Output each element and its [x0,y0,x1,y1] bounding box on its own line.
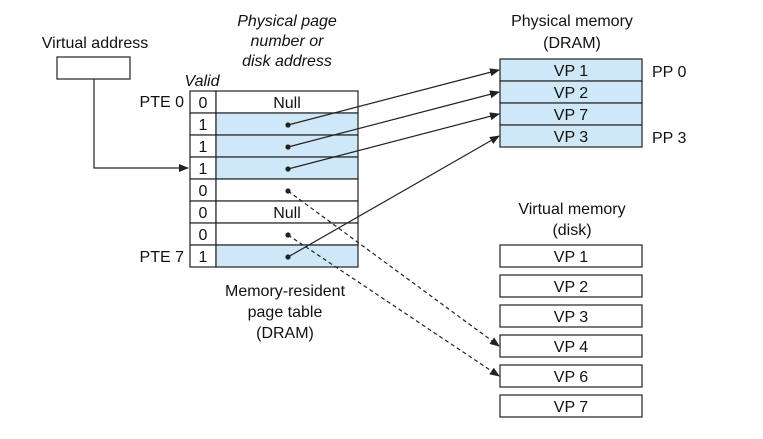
valid-bit: 0 [199,95,208,112]
pp-first-label: PP 0 [652,64,687,81]
virtual-page-box [499,334,643,358]
virtual-page: VP 3 [499,304,643,328]
virtual-address-label: Virtual address [42,35,148,52]
pp-last-label: PP 3 [652,130,687,147]
virtual-page-label: VP 7 [554,399,589,416]
resident-page-arrow [287,112,500,170]
resident-page-arrow [287,135,500,258]
valid-bit: 1 [199,161,208,178]
page-table-caption-line3: (DRAM) [256,325,314,342]
physical-page: VP 7 [499,102,643,126]
valid-column-header: Valid [185,73,221,90]
physical-memory-title-line1: Physical memory [511,13,633,30]
pte-last-label: PTE 7 [140,249,185,266]
page-table-caption-line1: Memory-resident [225,283,346,300]
null-entry: Null [273,95,301,112]
virtual-page-label: VP 6 [554,369,589,386]
page-table-column-header-line3: disk address [242,53,332,70]
physical-page-label: VP 3 [554,129,589,146]
page-table-row: 0 Null [189,90,359,114]
page-table-caption-line2: page table [248,304,323,321]
physical-memory-title-line2: (DRAM) [543,35,601,52]
physical-page-label: VP 1 [554,63,589,80]
virtual-page-label: VP 4 [554,339,589,356]
virtual-page: VP 1 [499,244,643,268]
virtual-address-box [56,56,131,80]
virtual-page: VP 2 [499,274,643,298]
physical-page-label: VP 7 [554,107,589,124]
page-table-row: 1 [189,244,359,268]
resident-page-arrow [287,68,500,126]
page-table-row: 1 [189,112,359,136]
disk-page-arrow [287,190,500,347]
page-table-row: 0 [189,178,359,202]
disk-page-arrow [287,234,500,377]
physical-page-box [499,124,643,148]
virtual-address-arrow [93,79,189,172]
physical-page: VP 2 [499,80,643,104]
virtual-page-box [499,364,643,388]
virtual-page-label: VP 2 [554,279,589,296]
valid-bit: 1 [199,117,208,134]
pte-first-label: PTE 0 [140,94,185,111]
page-table-row: 1 [189,156,359,180]
virtual-page-box [499,394,643,418]
virtual-page: VP 7 [499,394,643,418]
page-table-column-header-line2: number or [251,33,325,50]
virtual-memory: VP 1 VP 2 VP 3 VP 4 VP 6 VP 7 [499,244,643,418]
physical-page: VP 3 [499,124,643,148]
page-table-row: 1 [189,134,359,158]
null-entry: Null [273,205,301,222]
valid-bit: 0 [199,205,208,222]
valid-bit: 1 [199,249,208,266]
virtual-page-label: VP 1 [554,249,589,266]
physical-memory: VP 1 VP 2 VP 7 VP 3 [499,58,643,148]
virtual-page-box [499,244,643,268]
valid-bit: 0 [199,183,208,200]
virtual-page: VP 4 [499,334,643,358]
page-table-column-header-line1: Physical page [237,13,337,30]
page-table-row: 0 [189,222,359,246]
valid-bit: 0 [199,227,208,244]
virtual-page-label: VP 3 [554,309,589,326]
resident-page-arrow [287,90,500,148]
virtual-page-box [499,304,643,328]
virtual-page-box [499,274,643,298]
valid-bit: 1 [199,139,208,156]
physical-page-label: VP 2 [554,85,589,102]
virtual-memory-title-line1: Virtual memory [518,201,625,218]
mapping-arrows [287,68,500,377]
virtual-memory-title-line2: (disk) [552,222,591,239]
physical-page: VP 1 [499,58,643,82]
page-table-row: 0 Null [189,200,359,224]
virtual-page: VP 6 [499,364,643,388]
